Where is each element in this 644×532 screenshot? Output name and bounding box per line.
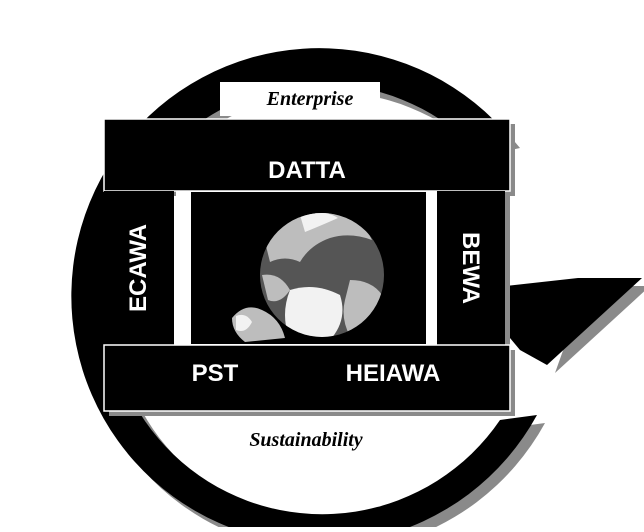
top-block xyxy=(103,118,511,192)
bottom-caption-plate xyxy=(205,420,405,456)
top-caption-plate xyxy=(220,82,380,116)
right-frame-bar xyxy=(427,192,436,344)
left-block-label: ECAWA xyxy=(125,224,152,312)
left-frame-bar xyxy=(176,192,183,344)
right-block-label: BEWA xyxy=(457,232,484,304)
top-caption: Enterprise xyxy=(266,88,354,110)
bottom-caption: Sustainability xyxy=(249,429,362,451)
bottom-block xyxy=(103,344,511,412)
globe-image xyxy=(232,213,384,342)
bottom-left-block-label: PST xyxy=(192,360,239,387)
cycle-arrowhead xyxy=(470,278,642,365)
top-block-label: DATTA xyxy=(268,157,346,184)
right-block xyxy=(437,191,505,351)
left-block xyxy=(104,191,174,351)
bottom-right-block-label: HEIAWA xyxy=(346,360,441,387)
ring-shadow xyxy=(79,56,644,532)
